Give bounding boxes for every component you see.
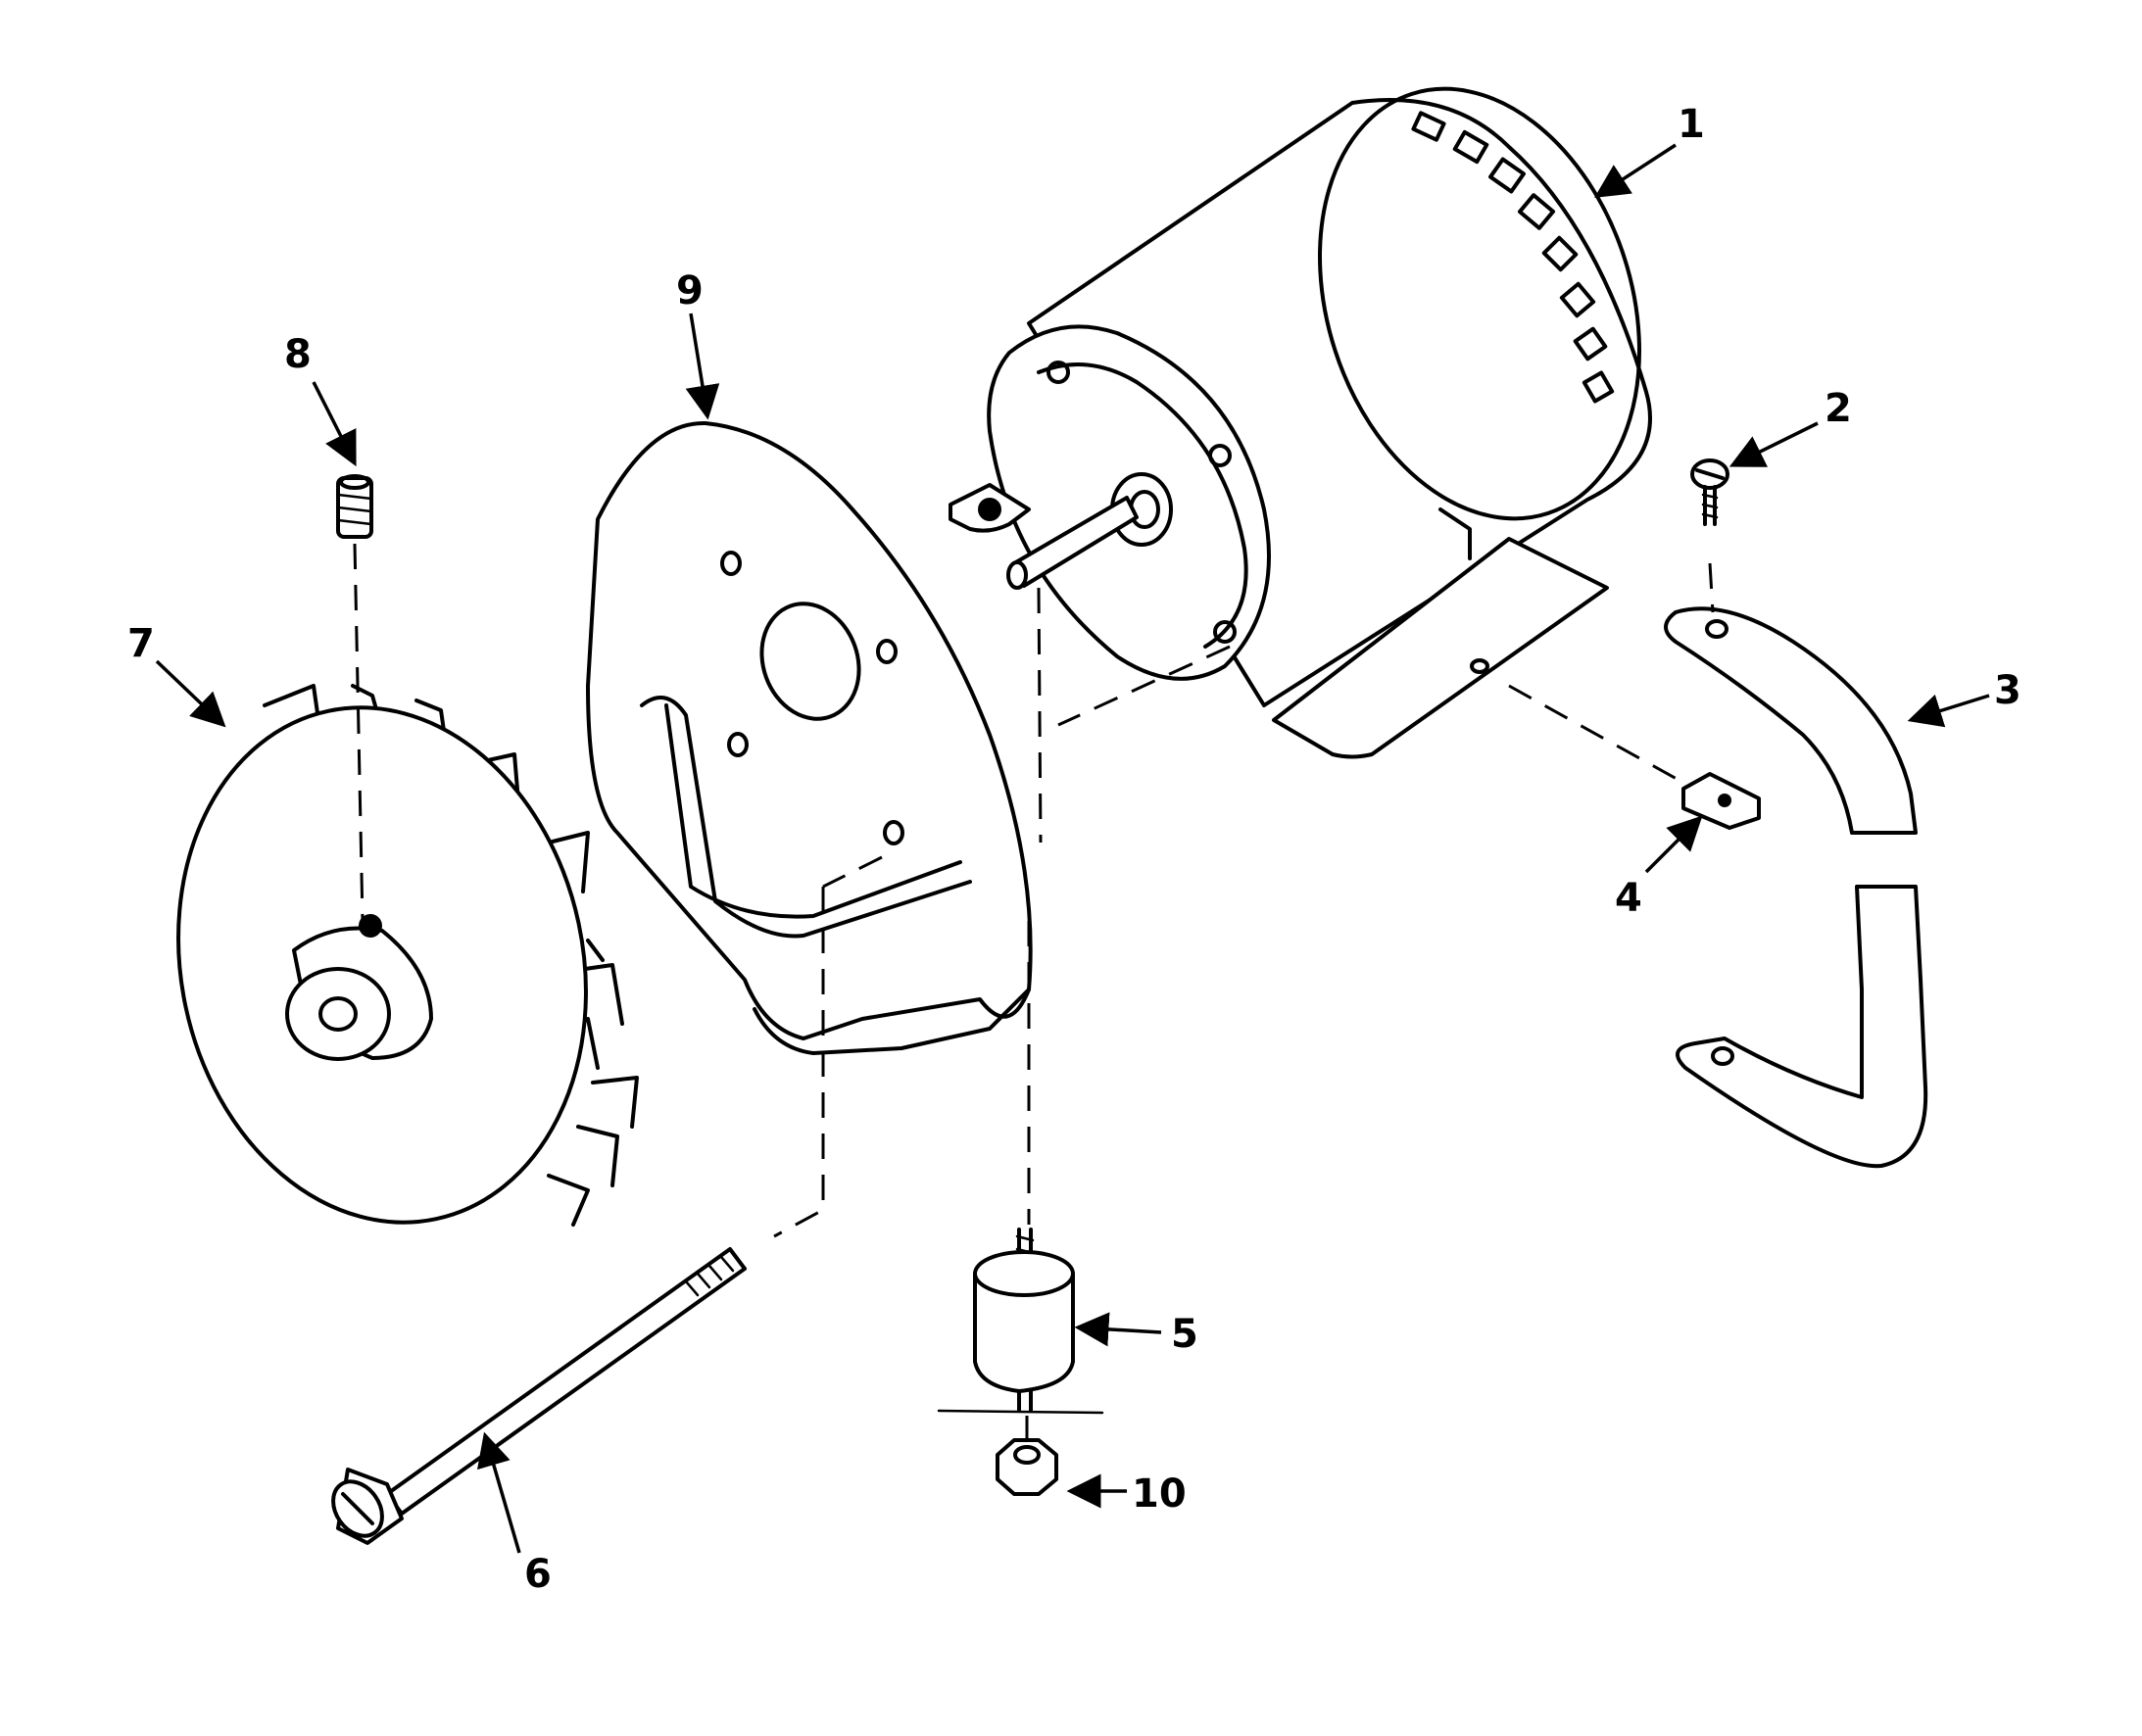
callout-labels: 1 2 3 4 5 6 7 8 9 10 bbox=[127, 102, 2021, 1597]
motor bbox=[949, 86, 1652, 759]
assembly-lines bbox=[353, 543, 1715, 1440]
callout-7: 7 bbox=[127, 621, 155, 666]
callout-9: 9 bbox=[676, 268, 704, 313]
callout-3: 3 bbox=[1994, 668, 2021, 713]
callout-4: 4 bbox=[1615, 876, 1642, 921]
strap bbox=[1664, 606, 1928, 1169]
set-screw bbox=[336, 474, 373, 539]
callout-2: 2 bbox=[1825, 386, 1852, 431]
shock-mount bbox=[973, 1228, 1075, 1413]
callout-6: 6 bbox=[524, 1552, 552, 1597]
mounting-plate bbox=[586, 420, 1033, 1055]
callout-10: 10 bbox=[1132, 1471, 1187, 1517]
nut bbox=[996, 1438, 1058, 1496]
clip bbox=[1681, 772, 1761, 830]
bolt bbox=[331, 1247, 747, 1545]
callout-1: 1 bbox=[1678, 102, 1705, 147]
callout-5: 5 bbox=[1171, 1312, 1198, 1357]
motor-vent-slots bbox=[1411, 111, 1615, 404]
callout-8: 8 bbox=[284, 332, 312, 377]
fan-wheel bbox=[176, 684, 639, 1227]
screw bbox=[1690, 458, 1729, 526]
leader-lines bbox=[155, 143, 1990, 1554]
